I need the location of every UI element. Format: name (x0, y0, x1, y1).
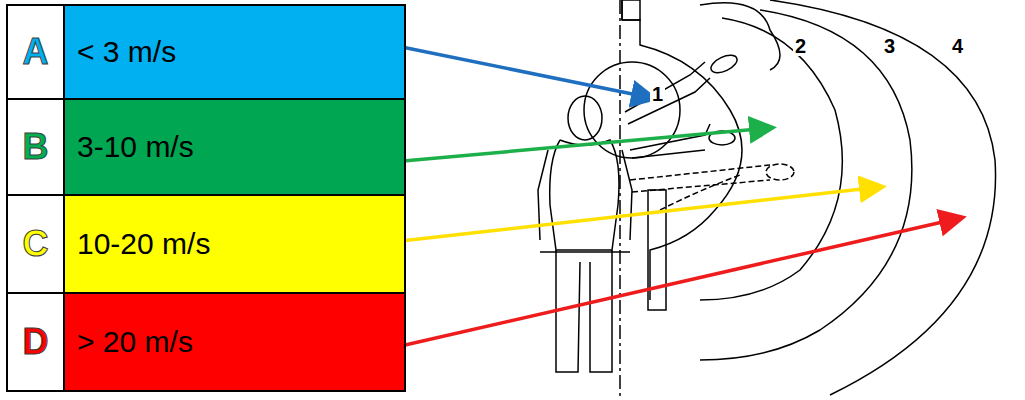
row-letter: A (23, 31, 49, 73)
zone-number: 4 (950, 36, 965, 56)
letter-cell: A (8, 6, 65, 98)
pointer-arrow (392, 128, 770, 162)
row-letter: B (23, 126, 49, 168)
row-letter: C (23, 223, 49, 265)
speed-range: 10-20 m/s (77, 227, 210, 261)
pointer-arrow (392, 187, 880, 242)
pointer-arrow (392, 218, 960, 348)
value-cell: 10-20 m/s (65, 196, 404, 292)
speed-range: < 3 m/s (77, 35, 176, 69)
value-cell: > 20 m/s (65, 294, 404, 390)
pointer-arrow (392, 45, 652, 98)
letter-cell: D (8, 294, 65, 390)
zone-number: 2 (793, 36, 808, 56)
value-cell: < 3 m/s (65, 6, 404, 98)
letter-cell: C (8, 196, 65, 292)
zone-number: 1 (650, 84, 665, 104)
speed-row: D > 20 m/s (6, 292, 406, 392)
speed-range: > 20 m/s (77, 325, 193, 359)
row-letter: D (23, 321, 49, 363)
value-cell: 3-10 m/s (65, 100, 404, 194)
speed-row: B 3-10 m/s (6, 98, 406, 196)
speed-row: C 10-20 m/s (6, 194, 406, 294)
speed-range: 3-10 m/s (77, 130, 194, 164)
speed-row: A < 3 m/s (6, 4, 406, 100)
letter-cell: B (8, 100, 65, 194)
zone-number: 3 (882, 36, 897, 56)
pointer-arrows (392, 45, 960, 348)
